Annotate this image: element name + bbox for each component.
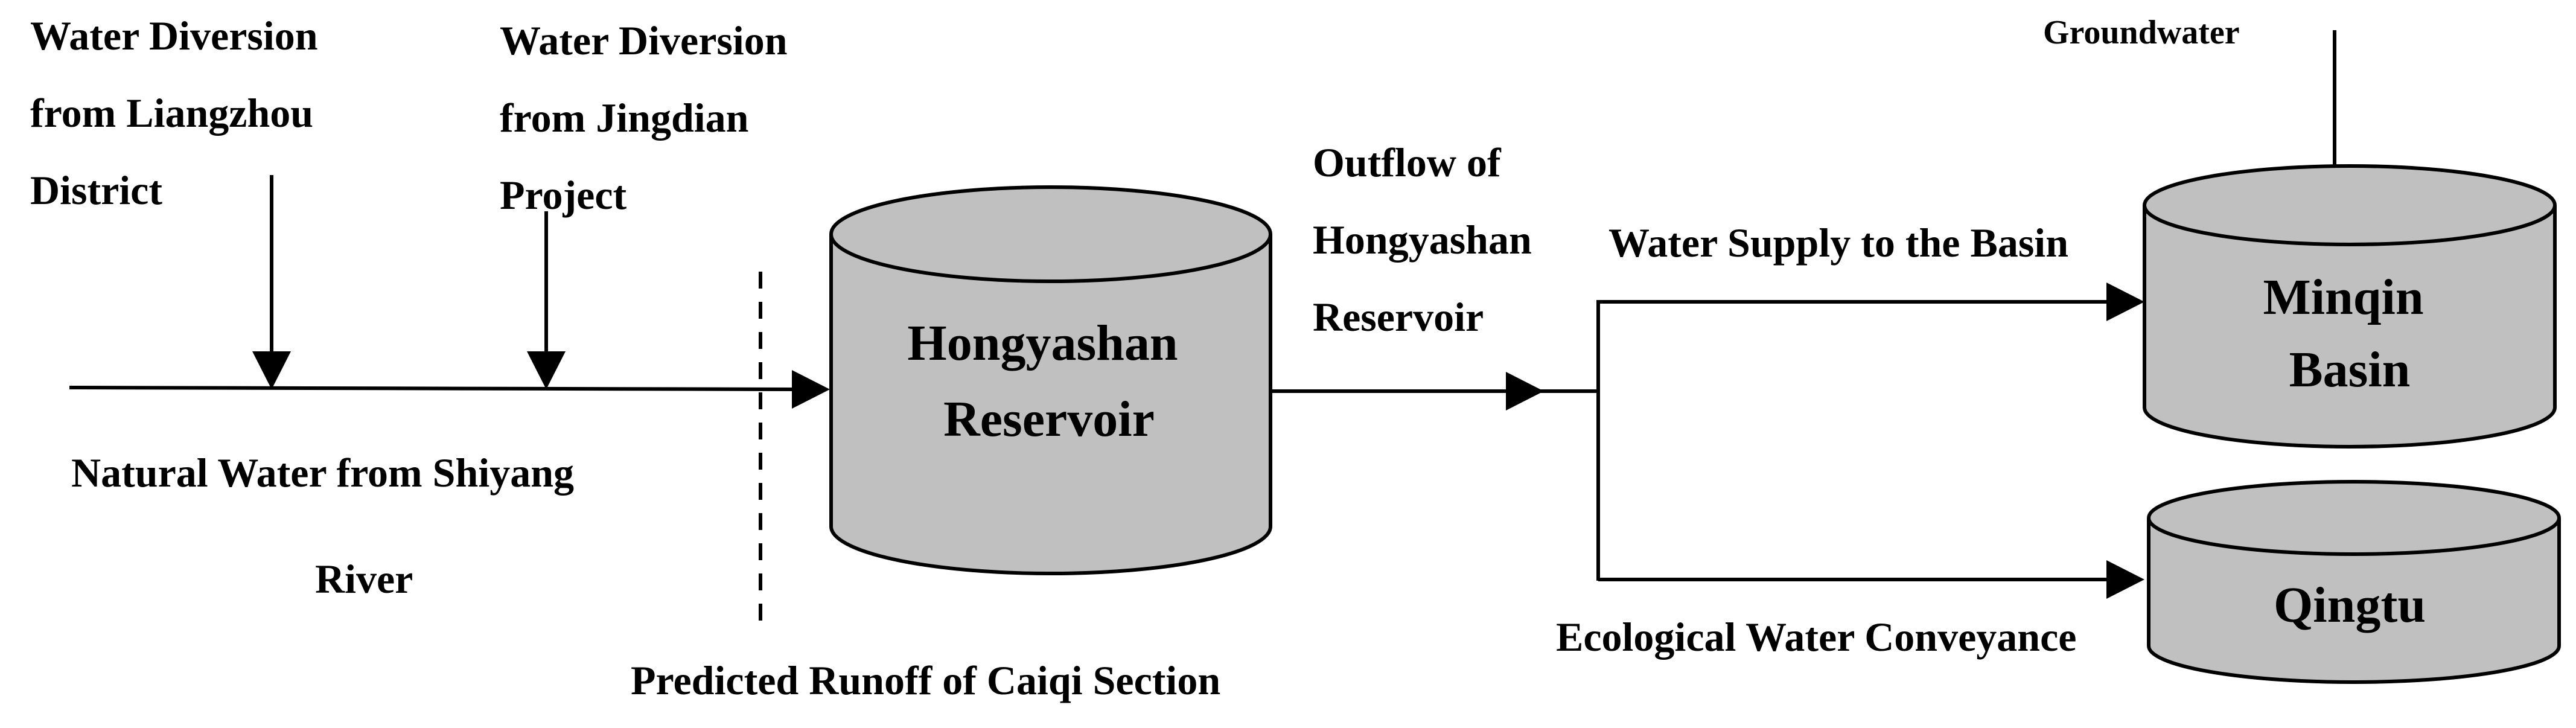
outflow-arrowhead xyxy=(1506,372,1544,410)
groundwater-label: Groundwater xyxy=(2043,14,2240,51)
liangzhou-arrowhead xyxy=(252,351,291,389)
outflow-label: Outflow of Hongyashan Reservoir xyxy=(1313,139,1542,340)
natural-water-label: Natural Water from Shiyang River xyxy=(71,450,584,602)
water-supply-label: Water Supply to the Basin xyxy=(1608,220,2068,266)
hongyashan-reservoir-cylinder xyxy=(829,185,1272,575)
ecological-arrowhead xyxy=(2106,560,2144,599)
minqin-basin-label: Minqin Basin xyxy=(2263,269,2436,398)
jingdian-arrowhead xyxy=(527,351,566,389)
liangzhou-diversion-label: Water Diversion from Liangzhou District xyxy=(30,13,328,213)
predicted-runoff-label: Predicted Runoff of Caiqi Section xyxy=(631,657,1220,703)
river-flow-line xyxy=(69,386,800,391)
qingtu-cylinder xyxy=(2147,480,2561,684)
minqin-basin-cylinder xyxy=(2143,164,2557,449)
qingtu-label: Qingtu xyxy=(2274,577,2426,633)
hongyashan-reservoir-label: Hongyashan Reservoir xyxy=(907,315,1190,447)
jingdian-diversion-label: Water Diversion from Jingdian Project xyxy=(500,18,798,218)
river-arrowhead xyxy=(792,370,830,409)
supply-arrowhead xyxy=(2106,283,2144,321)
ecological-conveyance-label: Ecological Water Conveyance xyxy=(1556,614,2076,660)
